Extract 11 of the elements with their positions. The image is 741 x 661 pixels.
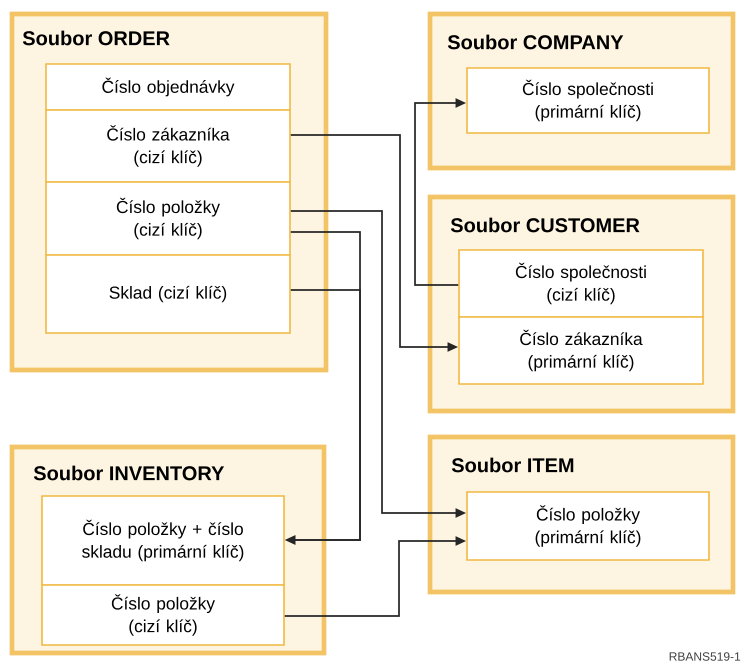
- field-cell: Číslo společnosti (cizí klíč): [458, 249, 704, 318]
- field-cell: Číslo položky (primární klíč): [466, 491, 710, 561]
- field-cell: Číslo položky (cizí klíč): [41, 584, 285, 646]
- field-cell: Sklad (cizí klíč): [45, 254, 291, 334]
- field-cell: Číslo společnosti (primární klíč): [466, 67, 710, 134]
- figure-id: RBANS519-1: [670, 652, 740, 661]
- field-cell: Číslo zákazníka (cizí klíč): [45, 109, 291, 183]
- field-cell: Číslo položky (cizí klíč): [45, 181, 291, 256]
- field-cell: Číslo položky + číslo skladu (primární klíč): [41, 495, 285, 586]
- field-cell: Číslo objednávky: [45, 63, 291, 111]
- field-cell: Číslo zákazníka (primární klíč): [458, 316, 704, 385]
